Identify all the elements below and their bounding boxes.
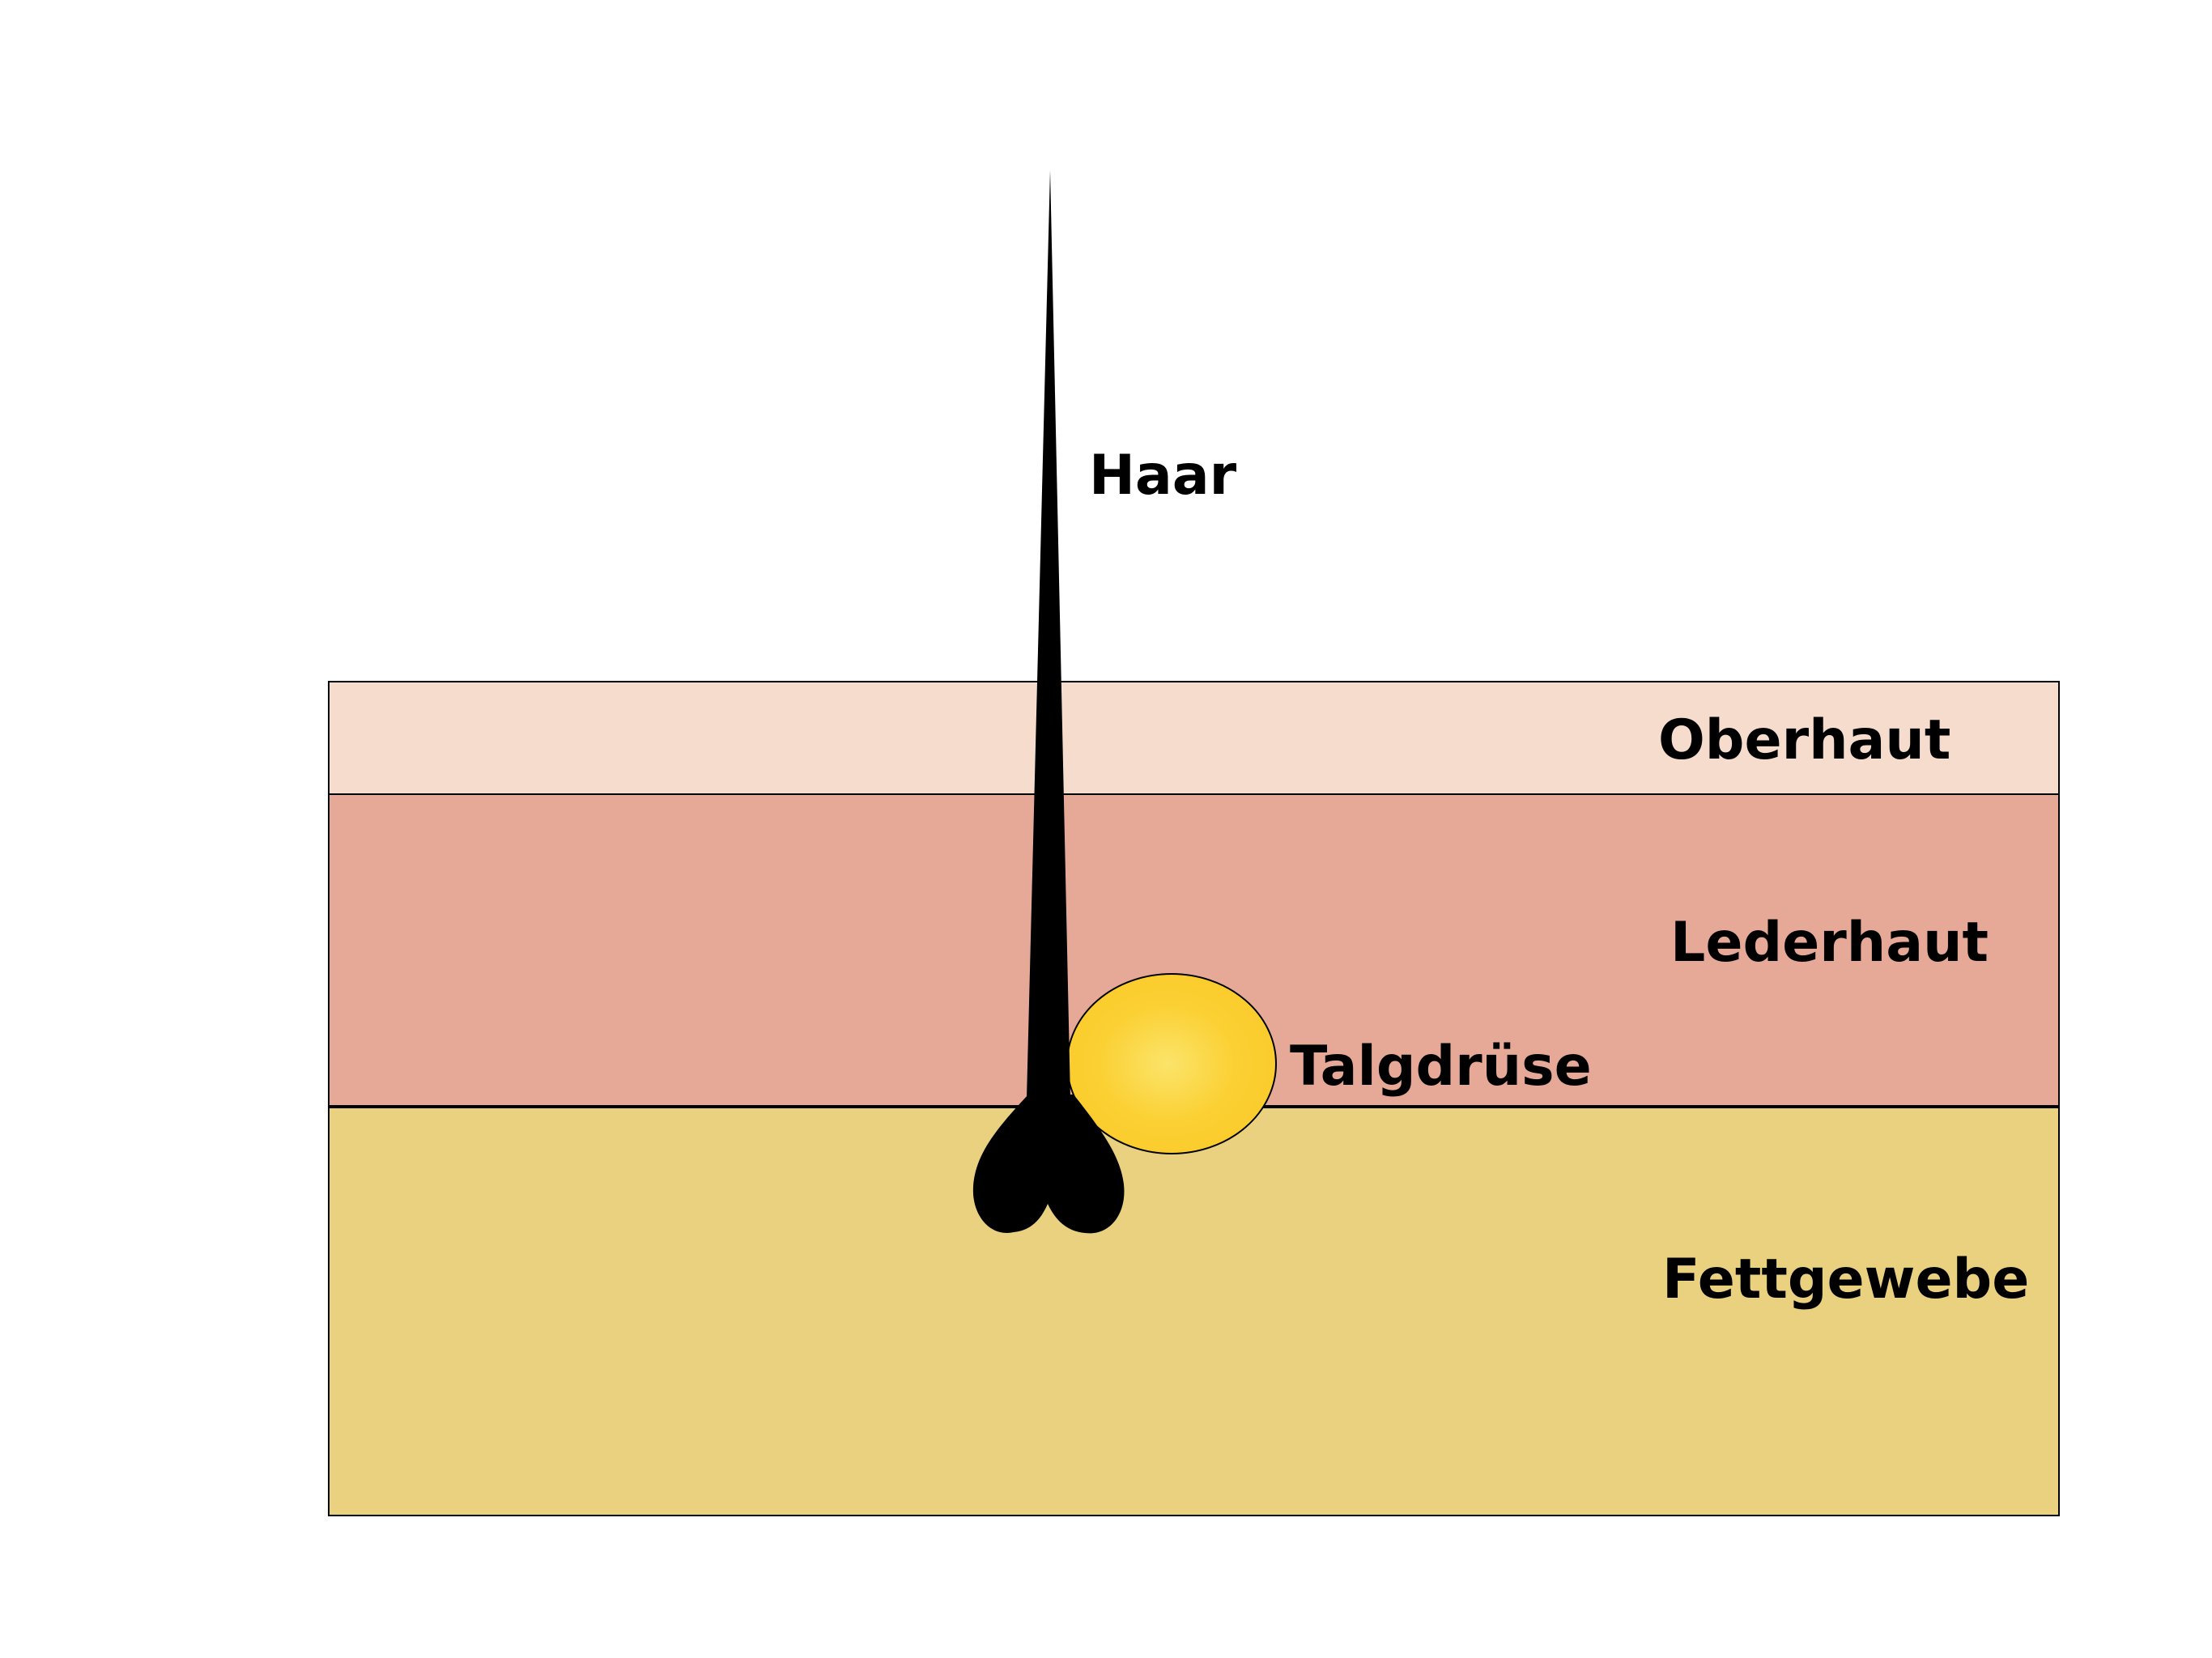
hair-shaft (1027, 170, 1070, 1099)
hair-label: Haar (1089, 444, 1237, 508)
hair-bulb (972, 1095, 1125, 1234)
fat-tissue-label: Fettgewebe (1662, 1248, 2029, 1312)
epidermis-layer (328, 681, 2060, 795)
sebaceous-gland-label: Talgdrüse (1290, 1035, 1592, 1099)
sebaceous-gland-shape (1066, 973, 1277, 1154)
epidermis-label: Oberhaut (1658, 708, 1950, 772)
dermis-label: Lederhaut (1670, 911, 1989, 975)
